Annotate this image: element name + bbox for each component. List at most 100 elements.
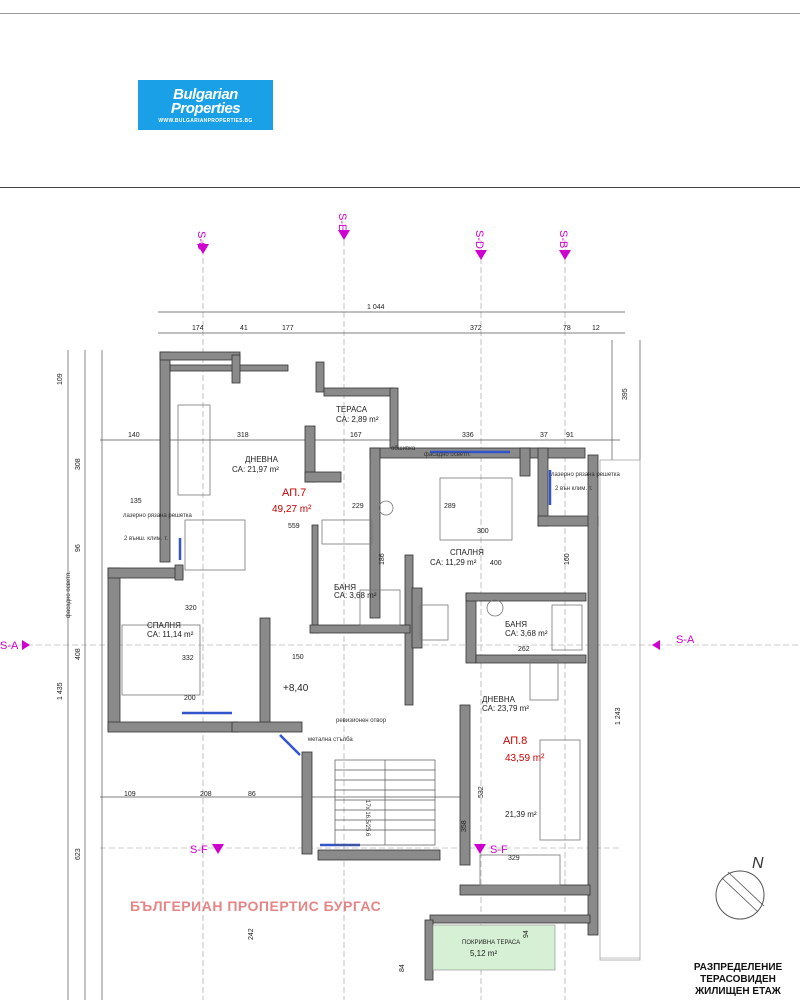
dim-v-96: 96 [75,544,82,552]
bathroom-7-name: БАНЯ [334,583,356,592]
caption-line-3: ЖИЛИЩЕН ЕТАЖ [695,986,781,997]
section-a-left-label: S-A [0,640,19,652]
section-markers [22,230,660,854]
facade-light-note-2: фасадно осветл. [66,571,72,618]
north-arrow: N [715,855,765,920]
section-f-left-marker [212,844,224,854]
dim-140: 140 [128,432,140,439]
terrace-name: ТЕРАСА [336,405,368,414]
dim-262: 262 [518,646,530,653]
section-c-marker [197,244,209,254]
north-label: N [752,855,764,872]
bathroom-8-name: БАНЯ [505,620,527,629]
logo-line-2: Properties [170,100,241,117]
dim-135: 135 [130,498,142,505]
dim-v-109: 109 [57,373,64,385]
section-f-right-label: S-F [490,844,508,856]
living-room-7-name: ДНЕВНА [245,455,279,464]
dim-v-408: 408 [75,648,82,660]
section-a-right-marker [652,640,660,650]
dim-167: 167 [350,432,362,439]
dim-v-94: 94 [523,930,530,938]
apartment-labels: АП.7 49,27 m² АП.8 43,59 m² +8,40 [272,487,545,764]
bathroom-8-area: СА: 3,68 m² [505,629,548,638]
dim-400: 400 [490,560,502,567]
dim-86: 86 [248,791,256,798]
dim-v-358: 358 [461,820,468,832]
plan-caption: РАЗПРЕДЕЛЕНИЕ ТЕРАСОВИДЕН ЖИЛИЩЕН ЕТАЖ [676,962,800,998]
extra-area-label: 21,39 m² [505,810,537,819]
dim-v-186: 186 [379,553,386,565]
furniture [121,404,583,886]
dim-318: 318 [237,432,249,439]
logo-url: WWW.BULGARIANPROPERTIES.BG [158,118,253,124]
dimension-lines [67,311,641,1000]
section-f-left-label: S-F [190,844,208,856]
section-a-right-label: S-A [676,634,695,646]
dim-208: 208 [200,791,212,798]
level-mark: +8,40 [283,683,309,694]
dim-v-1435: 1 435 [57,682,64,700]
laser-grate-note-2: лазерно рязана решетка [551,472,620,478]
grid-lines [0,240,800,1000]
apartment-7-area: 49,27 m² [272,504,312,515]
windows [178,450,552,847]
section-a-left-marker [22,640,30,650]
terrace-area: СА: 2,89 m² [336,415,379,424]
roof-terrace-name: ПОКРИВНА ТЕРАСА [462,940,520,946]
dimension-numbers: 1 044 174 41 177 372 78 12 140 318 167 3… [124,304,600,862]
bedroom-8-name: СПАЛНЯ [450,548,484,557]
dim-177: 177 [282,325,294,332]
dim-78: 78 [563,325,571,332]
dim-v-1243: 1 243 [615,707,622,725]
dim-v-395: 395 [622,388,629,400]
section-e-label: S-E [336,213,348,231]
dim-150: 150 [292,654,304,661]
apartment-8-area: 43,59 m² [505,753,545,764]
section-b-marker [559,250,571,260]
dim-372: 372 [470,325,482,332]
frame-rule [0,187,800,188]
balcony-rail [599,459,641,961]
dim-109: 109 [124,791,136,798]
dim-336: 336 [462,432,474,439]
logo-line-1: Bulgarian [173,86,238,103]
roof-terrace-area-label: 5,12 m² [470,949,497,958]
dim-320: 320 [185,605,197,612]
bathroom-7-area: СА: 3,68 m² [334,591,377,600]
dim-300: 300 [477,528,489,535]
dim-v-623: 623 [75,848,82,860]
dim-174: 174 [192,325,204,332]
top-rule [0,13,800,14]
caption-line-1: РАЗПРЕДЕЛЕНИЕ [693,962,783,973]
roof-terrace-area [432,924,556,971]
bedroom-7-area: СА: 11,14 m² [147,630,194,639]
dim-289: 289 [444,503,456,510]
caption-line-2: ТЕРАСОВИДЕН [700,974,776,985]
facade-light-note-1: фасадно осветл. [424,452,471,458]
walls [107,351,599,981]
section-f-right-marker [474,844,486,854]
dim-41: 41 [240,325,248,332]
dim-v-160: 160 [564,553,571,565]
section-e-marker [338,230,350,240]
bedroom-8-area: СА: 11,29 m² [430,558,477,567]
dim-v-308: 308 [75,458,82,470]
living-room-8-name: ДНЕВНА [482,695,516,704]
watermark-text: БЪЛГЕРИАН ПРОПЕРТИС БУРГАС [130,898,381,914]
bulgarian-properties-logo: Bulgarian Properties WWW.BULGARIANPROPER… [138,80,273,130]
ac-units-note-1: 2 външ. клим. т. [124,536,168,542]
room-labels: ТЕРАСА СА: 2,89 m² ДНЕВНА СА: 21,97 m² С… [147,405,548,958]
dim-v-242: 242 [248,928,255,940]
dim-332: 332 [182,655,194,662]
dim-559: 559 [288,523,300,530]
metal-stair-note: метална стълба [308,737,353,743]
section-c-label: S-C [195,231,207,250]
laser-grate-note-1: лазерно рязана решетка [123,513,192,519]
living-room-7-area: СА: 21,97 m² [232,465,279,474]
living-room-8-area: СА: 23,79 m² [482,704,529,713]
section-d-marker [475,250,487,260]
dim-v-532: 532 [478,786,485,798]
